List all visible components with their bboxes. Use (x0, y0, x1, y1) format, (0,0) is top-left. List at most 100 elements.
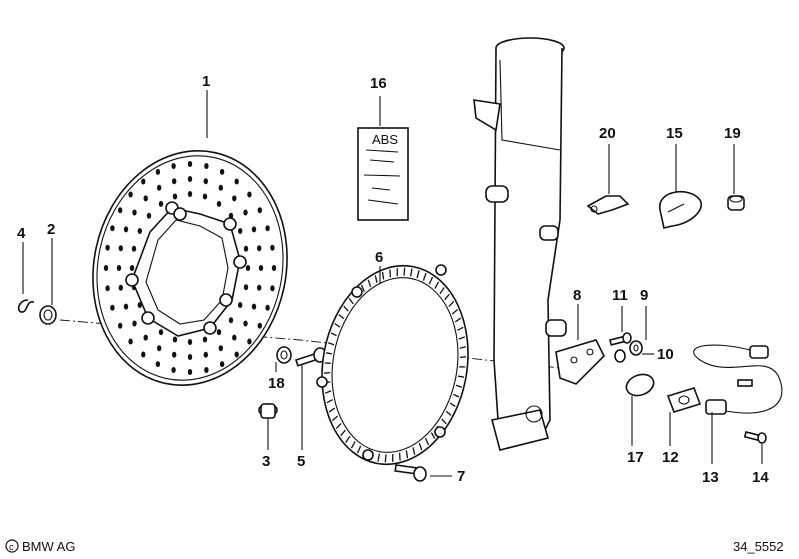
disc-vent-hole (257, 284, 262, 291)
disc-vent-hole (110, 304, 115, 311)
ring-tooth (348, 298, 354, 305)
disc-vent-hole (141, 178, 146, 185)
disc-vent-hole (204, 367, 209, 373)
disc-vent-hole (203, 351, 208, 358)
plug-screw (258, 403, 278, 419)
leader-lines (22, 90, 763, 477)
disc-vent-hole (204, 163, 209, 169)
ring-tooth (412, 447, 416, 455)
disc-vent-hole (219, 168, 225, 175)
ring-tooth (405, 450, 409, 459)
disc-vent-hole (232, 334, 237, 341)
ring-tooth (425, 438, 430, 446)
callout-8: 8 (573, 287, 581, 304)
disc-vent-hole (103, 265, 109, 271)
disc-vent-hole (157, 184, 162, 191)
disc-vent-hole (141, 351, 146, 358)
disc-vent-hole (132, 209, 137, 216)
disc-vent-hole (123, 303, 129, 310)
disc-vent-hole (243, 209, 248, 216)
disc-vent-hole (234, 178, 239, 185)
disc-vent-hole (251, 226, 257, 233)
carrier-rivet (173, 207, 187, 221)
washer-18 (276, 346, 292, 364)
grommet (727, 195, 745, 211)
callout-16: 16 (370, 75, 387, 92)
callout-17: 17 (627, 449, 644, 466)
disc-vent-hole (219, 361, 225, 368)
ring-tooth (455, 384, 463, 388)
callout-3: 3 (262, 453, 270, 470)
ring-tooth (409, 268, 413, 277)
sensor-bracket (555, 339, 605, 385)
ring-tooth (326, 399, 333, 404)
ring-tooth (374, 275, 378, 283)
disc-vent-hole (172, 351, 177, 358)
ring-tooth (384, 454, 387, 463)
disc-vent-hole (232, 195, 237, 202)
carrier-rivet (219, 293, 233, 307)
ring-tooth (356, 445, 362, 454)
abs-label-plate: ABS (357, 127, 409, 221)
ring-tooth (454, 317, 462, 323)
ring-tooth (381, 271, 385, 280)
ring-tooth (453, 393, 460, 398)
ring-tooth (360, 284, 365, 292)
callout-5: 5 (297, 453, 305, 470)
disc-vent-hole (187, 161, 193, 167)
disc-vent-hole (243, 245, 249, 252)
disc-vent-hole (118, 245, 124, 252)
disc-vent-hole (218, 345, 223, 352)
bolt-7 (394, 464, 427, 482)
ring-tooth (350, 441, 356, 449)
disc-vent-hole (118, 322, 123, 329)
washer-10 (614, 349, 626, 363)
disc-vent-hole (265, 304, 270, 311)
disc-vent-hole (143, 195, 148, 202)
disc-vent-hole (128, 338, 133, 345)
ring-tooth (451, 309, 459, 315)
carrier-rivet (141, 311, 155, 325)
disc-vent-hole (128, 191, 133, 198)
ring-tooth (457, 326, 464, 331)
callout-10: 10 (657, 346, 674, 363)
disc-vent-hole (187, 339, 193, 345)
ring-tooth (398, 452, 401, 461)
disc-vent-hole (155, 168, 161, 175)
disc-vent-hole (110, 225, 115, 232)
carrier-rivet (223, 217, 237, 231)
ring-tooth (323, 371, 331, 374)
ring-tooth (334, 323, 341, 328)
disc-vent-hole (143, 334, 148, 341)
disc-vent-hole (257, 207, 262, 214)
disc-vent-hole (137, 228, 142, 234)
circlip (17, 299, 35, 313)
disc-vent-hole (271, 265, 277, 271)
disc-vent-hole (187, 354, 193, 360)
ring-tooth (459, 356, 467, 359)
ring-tooth (377, 453, 381, 462)
ring-tooth (457, 375, 465, 378)
disc-vent-hole (187, 191, 193, 197)
ring-tooth (367, 279, 372, 288)
callout-14: 14 (752, 469, 769, 486)
disc-vent-hole (172, 193, 178, 200)
disc-vent-hole (270, 244, 275, 251)
callout-1: 1 (202, 73, 210, 90)
carrier-rivet (125, 273, 139, 287)
ring-tooth (448, 300, 455, 308)
disc-vent-hole (251, 303, 257, 310)
bolt-5 (294, 347, 327, 367)
disc-vent-hole (238, 302, 243, 308)
disc-vent-hole (171, 367, 176, 373)
disc-vent-hole (245, 265, 251, 271)
ring-tooth (324, 390, 332, 394)
disc-vent-hole (187, 176, 193, 182)
diagram-id: 34_5552 (733, 539, 784, 554)
callout-2: 2 (47, 221, 55, 238)
ring-tooth (403, 267, 406, 276)
disc-vent-hole (243, 284, 249, 291)
ring-tooth (459, 346, 466, 349)
disc-vent-hole (218, 184, 223, 191)
